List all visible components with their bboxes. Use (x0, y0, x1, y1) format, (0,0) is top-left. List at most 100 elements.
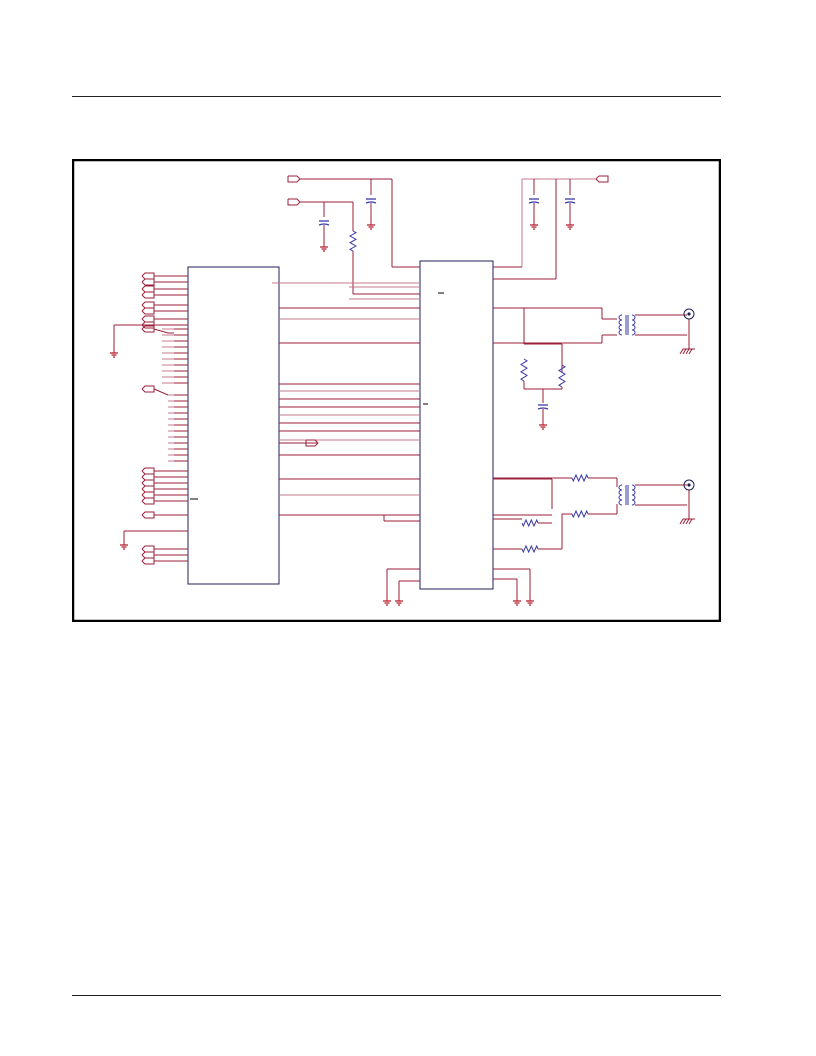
transformer-coil (631, 489, 636, 496)
ground-symbol (320, 241, 328, 252)
port-shape (141, 321, 155, 329)
port-shape (141, 285, 155, 293)
chassis-tick (685, 518, 690, 525)
port-shape (141, 511, 155, 519)
resistor (571, 473, 589, 483)
chassis-tick (682, 348, 687, 355)
input-port (141, 325, 155, 333)
input-port (141, 473, 155, 481)
input-port (141, 497, 155, 505)
schematic-canvas (72, 159, 721, 622)
input-port (141, 511, 155, 519)
parts (110, 175, 695, 606)
resistor-body (521, 518, 539, 528)
right-ic (419, 260, 494, 590)
chassis-ground-symbol (679, 348, 695, 355)
chassis-tick (679, 518, 684, 525)
input-port (141, 291, 155, 299)
port-shape (141, 491, 155, 499)
signal-port (305, 439, 319, 447)
resistor-body (571, 473, 589, 483)
port-shape (141, 315, 155, 323)
input-port (141, 467, 155, 475)
coax-center (687, 483, 691, 487)
port-shape (141, 557, 155, 565)
port-shape (141, 497, 155, 505)
input-port (141, 285, 155, 293)
input-port (141, 551, 155, 559)
wires (113, 178, 690, 595)
input-port (141, 385, 155, 393)
input-port (141, 272, 155, 280)
resistor (571, 509, 589, 519)
chassis-tick (688, 518, 693, 525)
transformer-coil (618, 324, 623, 331)
ground-symbol (539, 419, 547, 430)
ground-symbol (395, 595, 403, 606)
capacitor-plate (564, 201, 576, 204)
input-port (141, 485, 155, 493)
transformer-coil (631, 319, 636, 326)
input-port (141, 479, 155, 487)
coax-center (687, 312, 691, 316)
input-port (141, 545, 155, 553)
port-shape (141, 473, 155, 481)
input-port (141, 278, 155, 286)
input-port (141, 315, 155, 323)
port-shape (287, 198, 301, 206)
left-ic (187, 266, 280, 585)
coax-connector-icon (683, 479, 695, 491)
transformer-coil (618, 314, 623, 321)
port-shape (141, 385, 155, 393)
capacitor (537, 404, 549, 410)
port-shape (141, 551, 155, 559)
wire (153, 328, 174, 334)
ground-symbol (120, 539, 128, 550)
resistor (520, 358, 528, 382)
transformer-coil (631, 499, 636, 506)
transformer-coil (618, 499, 623, 506)
capacitor (365, 198, 377, 204)
resistor-body (571, 509, 589, 519)
transformer-coil (618, 494, 623, 501)
ground-symbol (526, 595, 534, 606)
port-shape (287, 175, 301, 183)
resistor-body (520, 358, 528, 382)
chassis-tick (688, 348, 693, 355)
ground-symbol (530, 219, 538, 230)
input-port (141, 307, 155, 315)
chassis-tick (682, 518, 687, 525)
transformer-coil (631, 314, 636, 321)
schematic-diagram (72, 159, 721, 622)
transformer (618, 484, 636, 506)
capacitor-plate (537, 407, 549, 410)
capacitor (528, 198, 540, 204)
transformer-coil (618, 489, 623, 496)
ground-symbol (513, 595, 521, 606)
transformer (618, 314, 636, 336)
resistor (521, 544, 539, 554)
resistor-body (348, 230, 358, 252)
resistor (348, 230, 358, 252)
port-shape (141, 479, 155, 487)
input-port (141, 491, 155, 499)
schematic-border (72, 159, 721, 622)
port-shape (141, 545, 155, 553)
ground-symbol (110, 347, 118, 358)
transformer-coil (631, 494, 636, 501)
power-port (595, 175, 609, 183)
port-shape (141, 301, 155, 309)
input-port (141, 557, 155, 565)
capacitor (318, 220, 330, 226)
capacitor-plate (318, 223, 330, 226)
chassis-tick (679, 348, 684, 355)
port-shape (141, 325, 155, 333)
power-port (287, 198, 301, 206)
port-shape (595, 175, 609, 183)
resistor (558, 364, 566, 388)
transformer-coil (631, 329, 636, 336)
capacitor-plate (528, 201, 540, 204)
ground-symbol (383, 595, 391, 606)
resistor (521, 518, 539, 528)
coax-outer (683, 479, 695, 491)
